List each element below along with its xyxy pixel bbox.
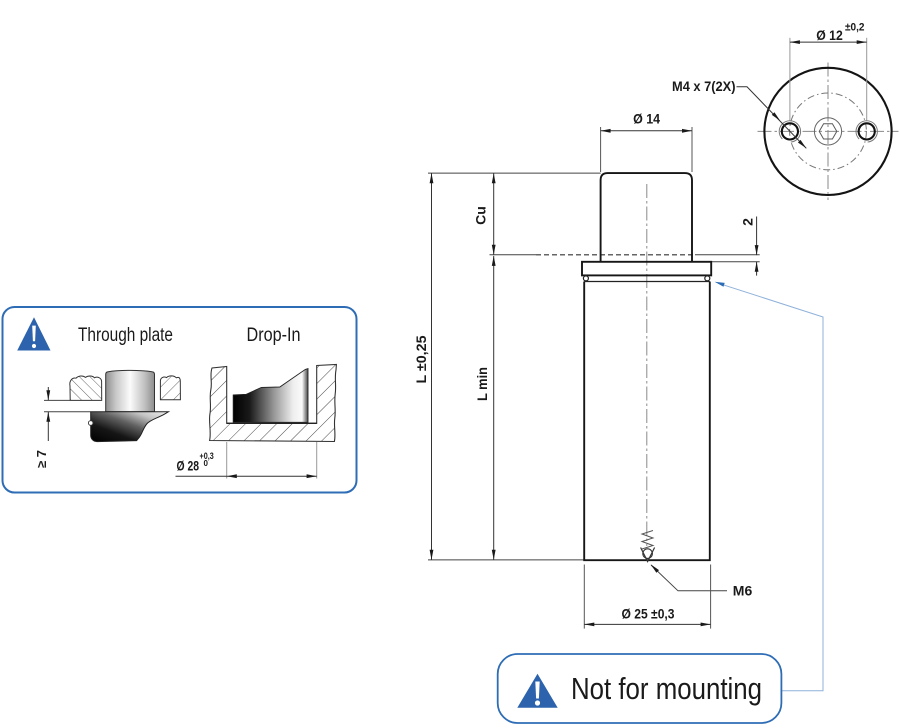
svg-text:2: 2 — [740, 218, 756, 226]
svg-text:+0,3: +0,3 — [200, 451, 214, 461]
svg-text:Ø 25 ±0,3: Ø 25 ±0,3 — [622, 606, 675, 622]
svg-text:L ±0,25: L ±0,25 — [413, 335, 429, 383]
svg-text:Not for mounting: Not for mounting — [571, 671, 762, 706]
svg-text:≥ 7: ≥ 7 — [34, 450, 49, 468]
svg-text:L min: L min — [474, 367, 490, 401]
svg-text:Ø 28: Ø 28 — [177, 458, 200, 474]
svg-text:Drop-In: Drop-In — [247, 325, 301, 346]
svg-text:Through plate: Through plate — [78, 325, 173, 346]
svg-text:Ø 14: Ø 14 — [633, 111, 660, 127]
svg-text:M6: M6 — [733, 583, 753, 599]
svg-text:M4 x 7(2X): M4 x 7(2X) — [672, 78, 736, 94]
svg-text:Cu: Cu — [473, 206, 489, 225]
svg-text:0: 0 — [204, 459, 209, 468]
svg-text:±0,2: ±0,2 — [845, 22, 865, 34]
svg-text:Ø 12: Ø 12 — [816, 27, 843, 43]
